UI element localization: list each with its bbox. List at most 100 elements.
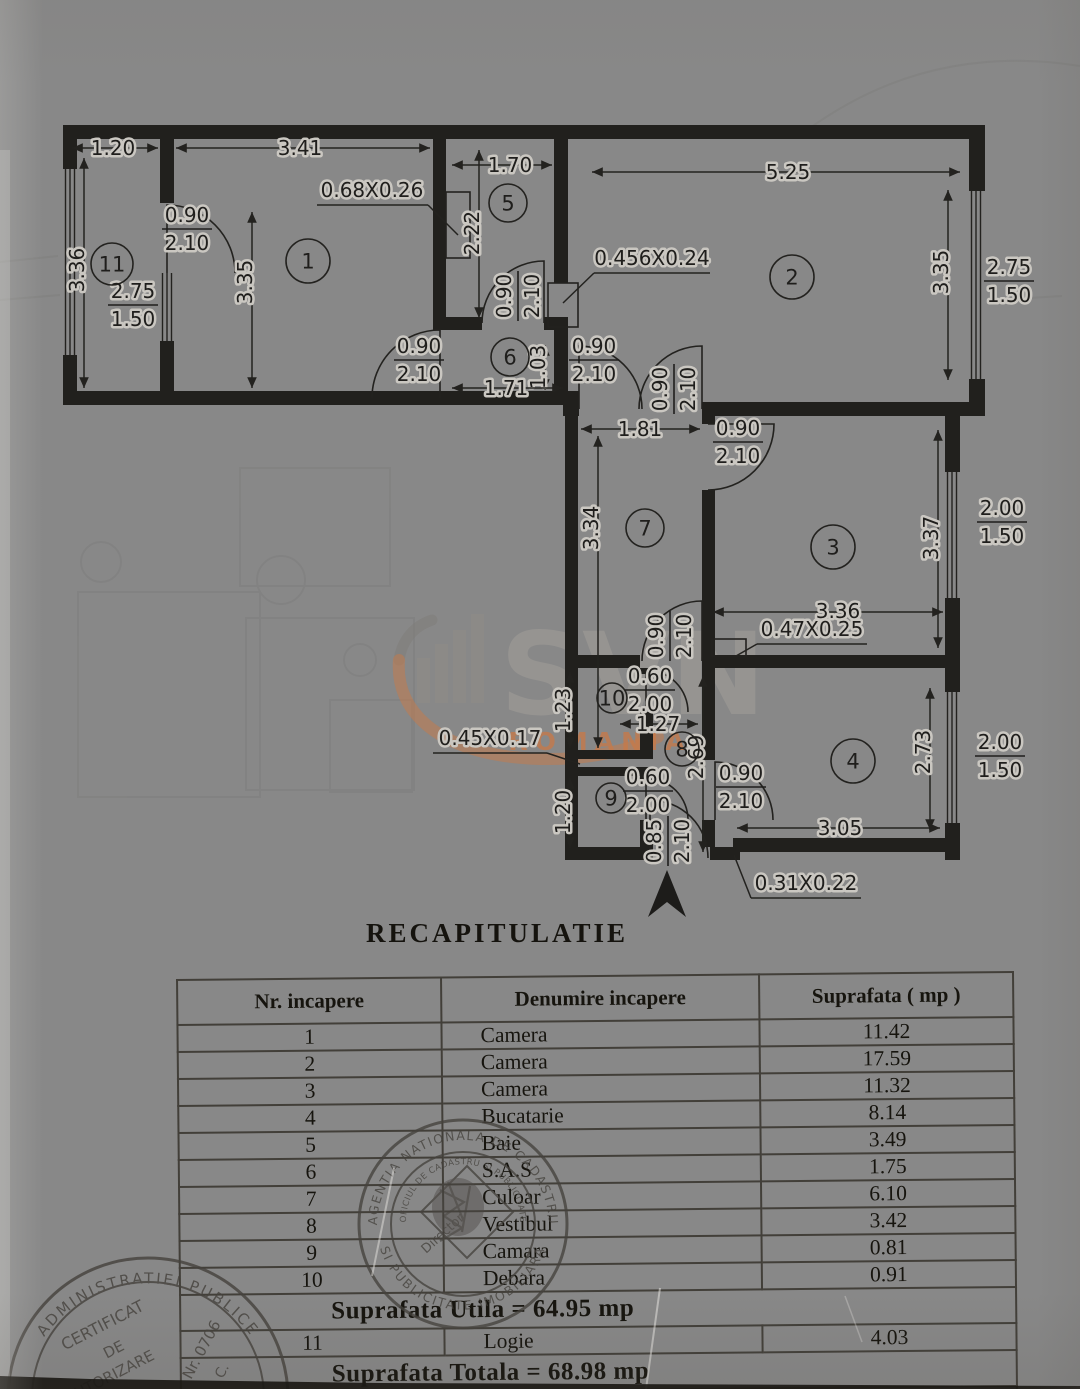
watermark-bars-icon <box>435 644 448 703</box>
door-size-label: 0.902.10 <box>713 414 763 471</box>
fraction-numerator: 2.00 <box>978 730 1023 754</box>
fraction-numerator: 0.60 <box>628 664 673 688</box>
wall <box>160 341 174 391</box>
door-arc <box>645 777 689 821</box>
dimension-label: 3.34 <box>579 506 603 551</box>
wall <box>63 391 563 405</box>
fraction-numerator: 0.90 <box>644 614 668 659</box>
dimension-label: 3.36 <box>65 248 89 293</box>
scan-edge-light <box>0 150 10 1389</box>
wall <box>702 402 985 416</box>
door-size-label: 0.60 2.00 <box>623 763 673 820</box>
fraction-numerator: 2.75 <box>111 279 156 303</box>
wall <box>160 139 174 203</box>
room-number: 7 <box>638 516 651 540</box>
fraction-numerator: 0.90 <box>719 761 764 785</box>
dimension-label: 1.71 <box>484 376 529 400</box>
dimension-label: 1.20 <box>551 790 575 835</box>
stamp-inner-ring <box>390 1151 536 1297</box>
dimension-label: 2.22 <box>460 211 484 256</box>
watermark-bars-icon <box>471 614 484 703</box>
room-number-circle <box>490 337 530 377</box>
fraction-denominator: 2.00 <box>626 793 671 817</box>
fraction-denominator: 1.50 <box>111 307 156 331</box>
door-arc <box>714 761 774 821</box>
recap-title: RECAPITULATIE <box>365 918 629 948</box>
shaft-leader-line <box>562 272 595 304</box>
room-number: 4 <box>846 749 859 773</box>
wall <box>945 598 960 692</box>
room-number-circle <box>285 238 331 284</box>
wall <box>710 847 740 860</box>
dimension-label: 1.70 <box>488 153 533 177</box>
stamp-outer-ring <box>357 1118 569 1330</box>
fraction-denominator: 1.50 <box>978 758 1023 782</box>
dimension-label: 3.36 <box>816 599 861 623</box>
bleed-through-ghosts <box>0 59 1080 798</box>
fraction-denominator: 2.10 <box>719 789 764 813</box>
ghost-circle <box>256 555 306 605</box>
round-stamp-certificat: ADMINISTRATIEI PUBLICECERTIFICATDEAUTORI… <box>6 1256 290 1389</box>
door-size-label: 0.602.00 <box>625 662 675 719</box>
wall <box>63 125 985 139</box>
room-number-circle <box>664 731 700 767</box>
fraction-denominator: 2.10 <box>676 367 700 412</box>
stamp-outer-ring <box>6 1256 290 1389</box>
ghost-arc <box>809 59 1080 129</box>
wall <box>554 139 568 283</box>
shaft-label: 0.45X0.17 <box>439 726 542 750</box>
room-number: 3 <box>826 535 839 559</box>
room-number-circle <box>596 682 628 714</box>
door-arc <box>645 669 689 713</box>
wall <box>969 379 985 405</box>
fraction-numerator: 0.90 <box>648 367 672 412</box>
fraction-numerator: 0.90 <box>572 334 617 358</box>
wall <box>733 838 958 852</box>
stamp-emblem-scribble <box>439 1181 472 1242</box>
watermark-brand: SVN <box>500 608 766 741</box>
fraction-numerator: 0.90 <box>716 416 761 440</box>
dimension-label: 3.05 <box>818 816 863 840</box>
room-number: 10 <box>599 686 626 710</box>
watermark-bars-icon <box>417 658 430 703</box>
fraction-numerator: 0.85 <box>642 819 666 864</box>
door-size-label: 0.902.10 <box>569 332 619 389</box>
room-number-circle <box>830 738 876 784</box>
shaft-leader-line <box>735 643 758 657</box>
room-number-circle <box>488 183 528 223</box>
ghost-lines <box>0 255 1063 301</box>
fraction-numerator: 0.90 <box>492 274 516 319</box>
stamp-inner-ring <box>31 1281 265 1389</box>
room-number: 2 <box>785 265 798 289</box>
wall <box>969 139 985 191</box>
fraction-denominator: 1.50 <box>987 283 1032 307</box>
fraction-numerator: 2.75 <box>987 255 1032 279</box>
room-number: 8 <box>675 737 688 761</box>
door-size-label: 0.902.10 <box>394 332 444 389</box>
stamp-line: DE <box>100 1337 127 1363</box>
room-number-circle <box>625 508 665 548</box>
shaft-leader-line <box>427 204 459 236</box>
wall <box>702 655 958 668</box>
dimension-label: 3.37 <box>919 516 943 561</box>
dimension-label: 5.25 <box>766 160 811 184</box>
room-number: 1 <box>301 249 314 273</box>
stamp-emblem-diamond <box>419 1164 515 1260</box>
fraction-numerator: 0.60 <box>626 765 671 789</box>
dimension-label: 3.41 <box>278 136 323 160</box>
ghost-rect <box>77 591 261 798</box>
scan-bottom-edge <box>0 1376 1080 1389</box>
ghost-rect <box>239 467 391 587</box>
room-number-circle <box>90 242 134 286</box>
wall <box>702 416 715 424</box>
dimension-label: 3.35 <box>233 260 257 305</box>
shaft-label: 0.47X0.25 <box>761 617 864 641</box>
wall <box>565 847 650 860</box>
wall <box>433 139 446 330</box>
dimension-label: 3.35 <box>929 250 953 295</box>
ghost-circle <box>343 643 377 677</box>
shaft-leader-line <box>546 752 581 765</box>
